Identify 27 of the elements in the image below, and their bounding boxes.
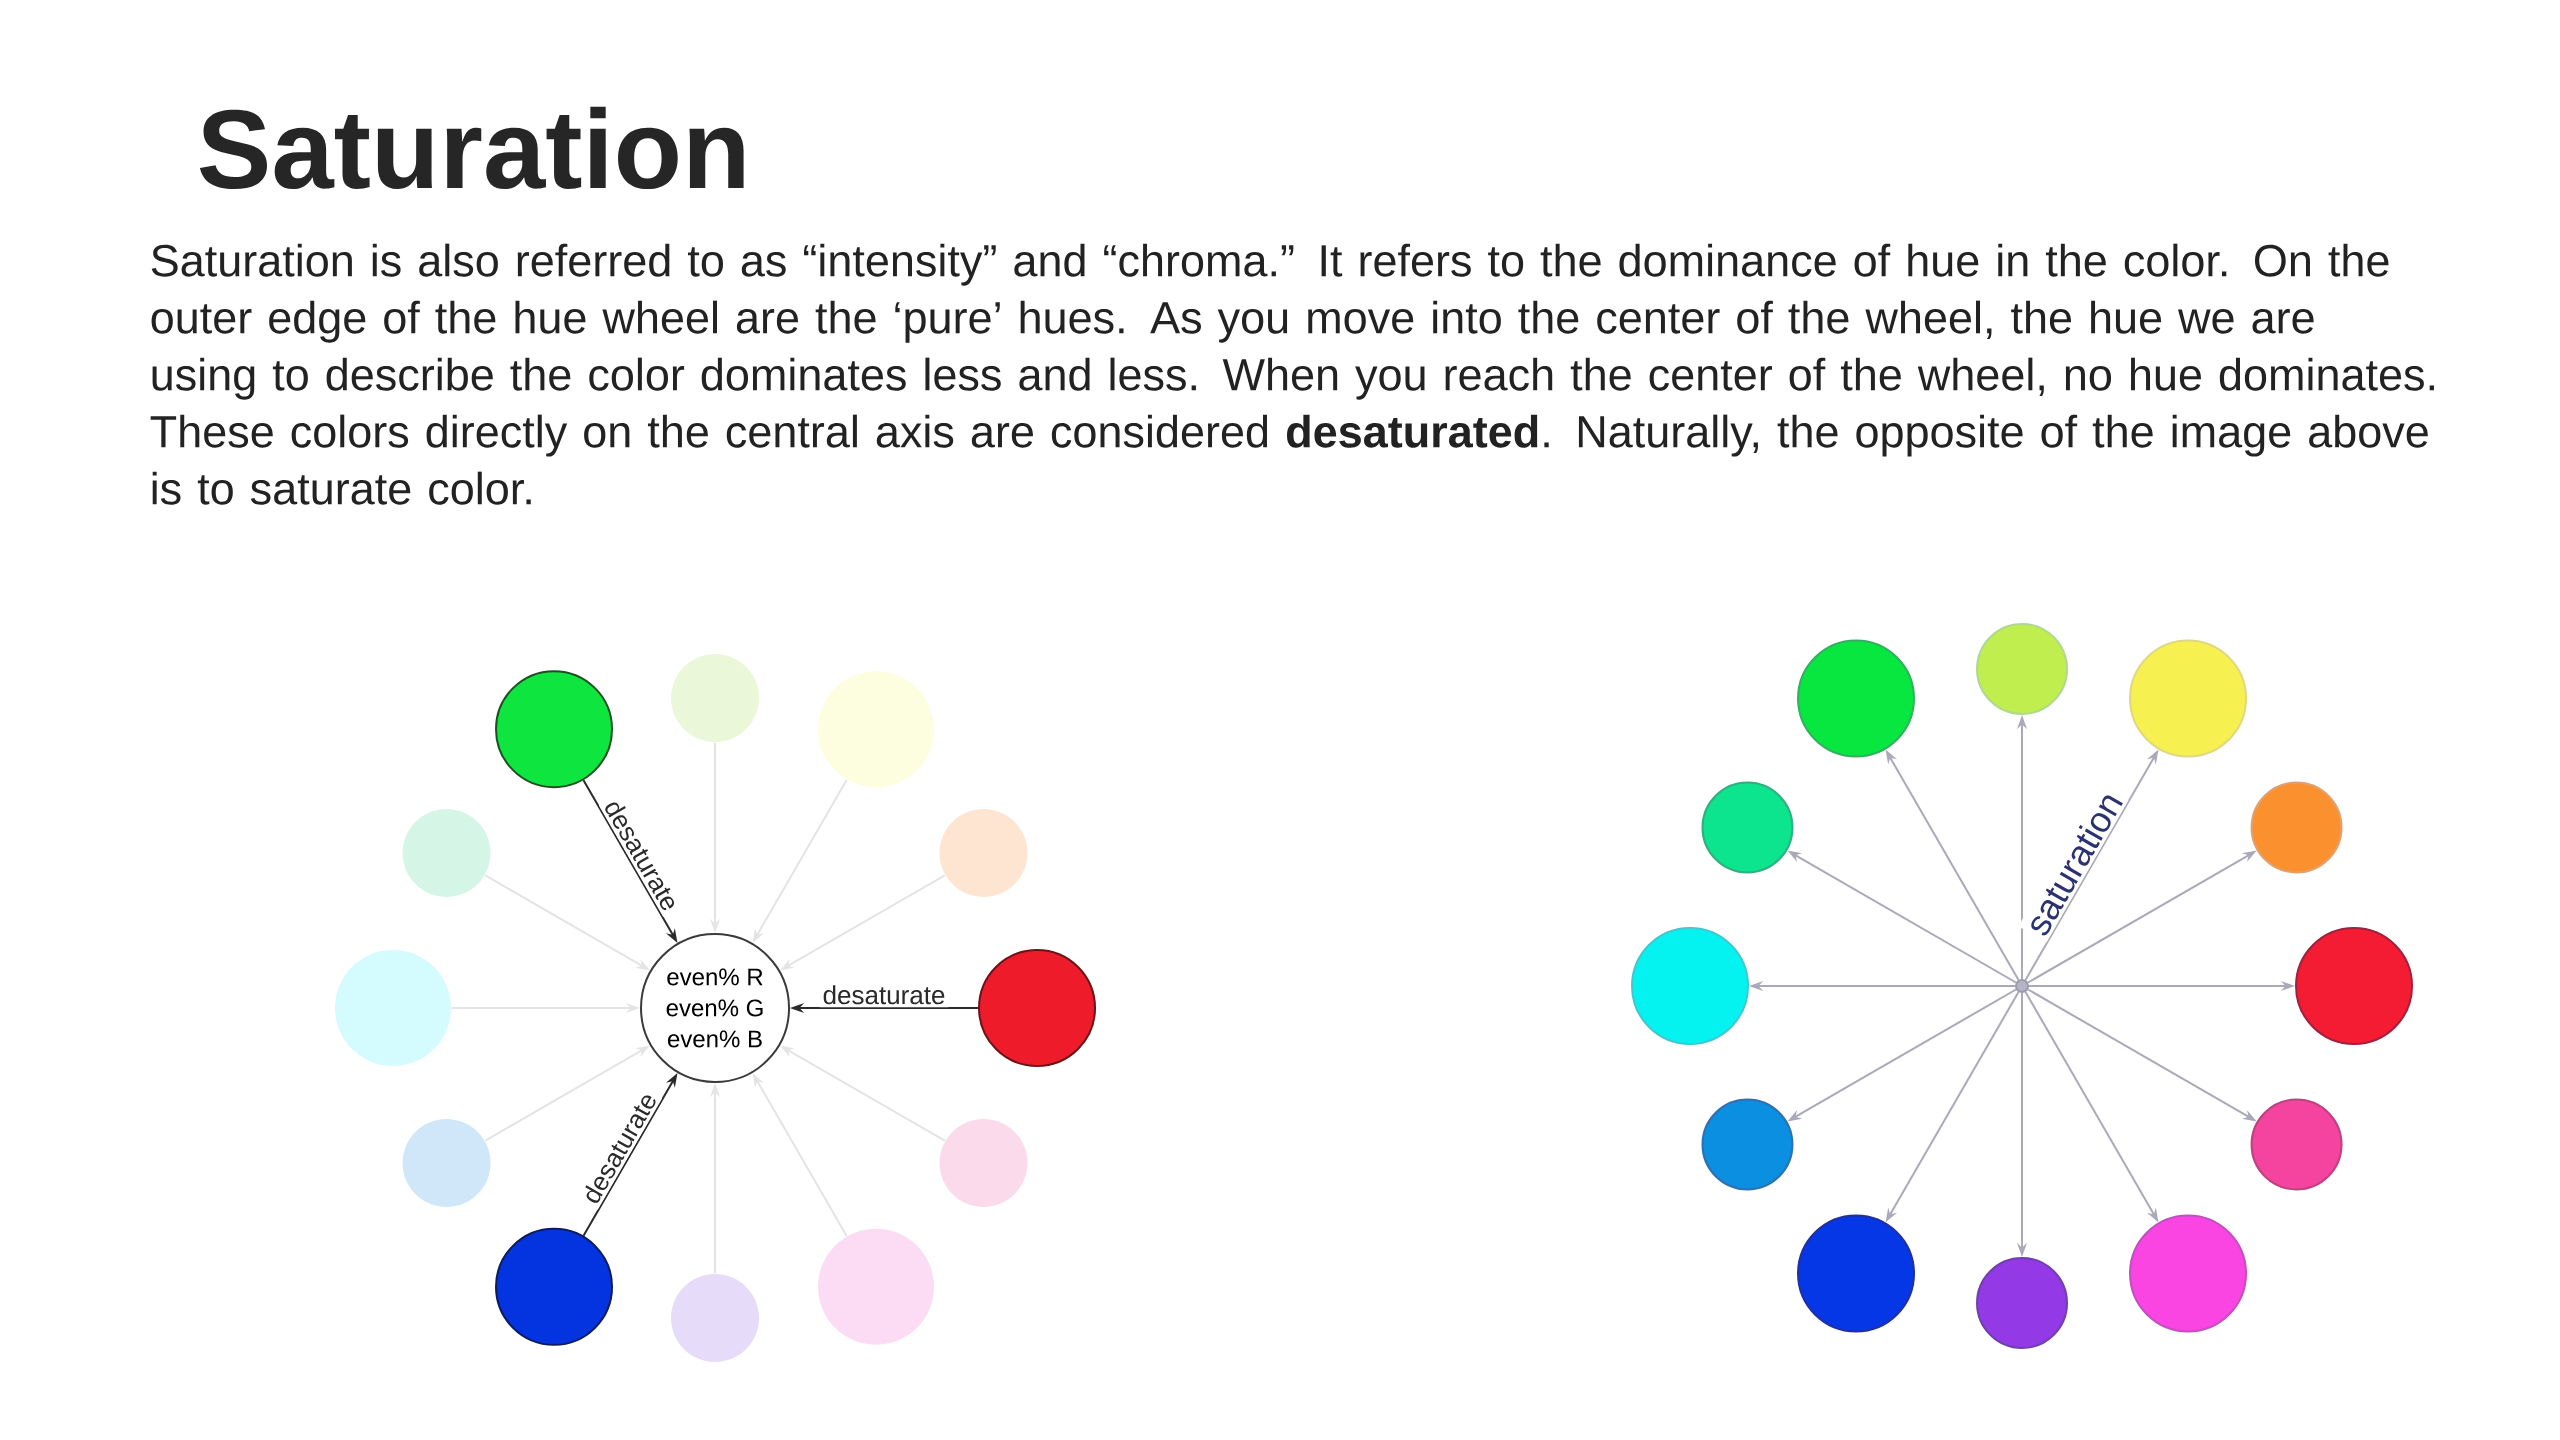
- color-circle: [939, 1119, 1028, 1207]
- color-circle: [402, 1119, 491, 1207]
- color-circle: [402, 809, 491, 897]
- color-circle: [671, 1274, 759, 1362]
- paragraph: Saturation is also referred to as “intensity” and “chroma.” It refers to the dominance of hue in the color. On the outer edge of the hue wheel are the ‘pure’ hues. As you move into the center of the wheel, the hue we are using to describe the color dominates less and less. When you reach the center of the wheel, no hue dominates. These colors directly on the central axis are considered desaturated. Naturally, the opposite of the image above is to saturate color.: [150, 243, 2434, 505]
- color-circle: [2129, 1214, 2248, 1333]
- color-circle: [1631, 927, 1749, 1045]
- color-circle: [978, 949, 1096, 1067]
- edge-label: desaturate: [819, 982, 949, 1008]
- color-circle: [1797, 639, 1915, 758]
- color-circle: [1976, 623, 2069, 715]
- color-circle: [335, 950, 451, 1066]
- color-circle: [1797, 1214, 1915, 1333]
- color-circle: [2250, 1098, 2343, 1191]
- title: Saturation: [199, 106, 744, 190]
- color-circle: [939, 809, 1028, 897]
- color-circle: [2129, 639, 2248, 758]
- color-circle: [671, 654, 759, 742]
- color-circle: [818, 671, 934, 788]
- color-circle: [1701, 781, 1794, 874]
- color-circle: [818, 1228, 934, 1345]
- color-circle: [2250, 781, 2343, 874]
- color-circle: [495, 1227, 613, 1346]
- color-circle: [495, 670, 613, 789]
- color-circle: [1976, 1257, 2069, 1349]
- color-circle: [2295, 927, 2413, 1045]
- color-circle: [1701, 1098, 1794, 1191]
